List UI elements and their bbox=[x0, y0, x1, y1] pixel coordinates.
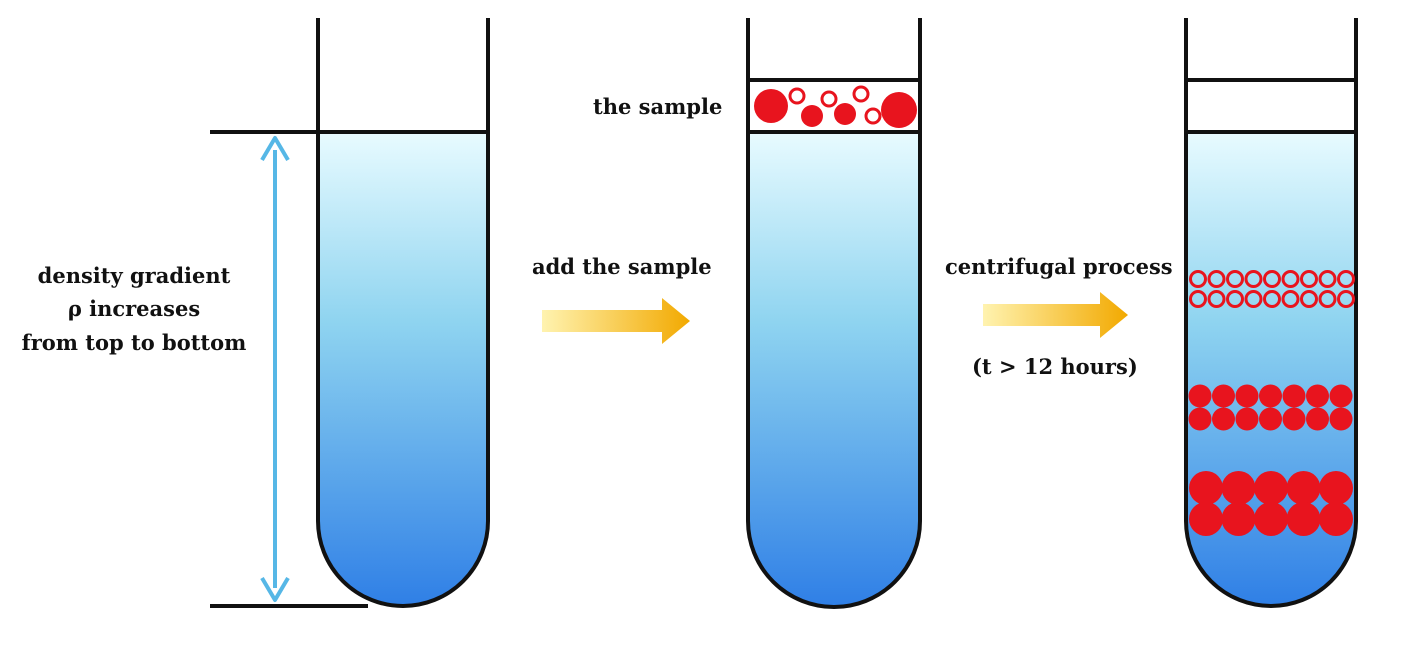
particle bbox=[1221, 471, 1256, 505]
particle bbox=[1254, 502, 1288, 536]
particle bbox=[754, 89, 788, 123]
particle bbox=[1244, 270, 1263, 288]
particle bbox=[1281, 270, 1300, 288]
particle bbox=[1235, 407, 1259, 431]
particle bbox=[1300, 270, 1318, 288]
particle bbox=[1189, 502, 1223, 536]
tube-2-liquid bbox=[748, 132, 920, 607]
sample-particles bbox=[754, 85, 917, 128]
particle bbox=[1188, 384, 1212, 408]
time-label: (t > 12 hours) bbox=[972, 354, 1138, 379]
particle bbox=[1189, 471, 1223, 505]
right-arrow-icon bbox=[542, 298, 690, 344]
right-arrow-icon bbox=[983, 292, 1128, 338]
band-small-solid-particles bbox=[1188, 384, 1353, 431]
tube-2 bbox=[746, 18, 922, 609]
particle bbox=[1226, 270, 1244, 288]
particle bbox=[1329, 407, 1353, 431]
particle bbox=[1286, 471, 1321, 505]
particle bbox=[1188, 407, 1212, 431]
particle bbox=[1189, 290, 1207, 308]
particle bbox=[881, 92, 917, 128]
particle bbox=[1281, 290, 1300, 308]
particle bbox=[1244, 290, 1263, 308]
particle bbox=[1319, 502, 1353, 536]
particle bbox=[1207, 290, 1226, 308]
particle bbox=[788, 87, 806, 105]
tube-3 bbox=[1184, 18, 1358, 608]
tube-1 bbox=[210, 18, 490, 608]
particle bbox=[1306, 384, 1329, 408]
tube-3-outline bbox=[1184, 18, 1358, 608]
tube-1-outline bbox=[316, 18, 490, 608]
particle bbox=[1319, 471, 1353, 505]
tube-1-liquid bbox=[318, 132, 488, 606]
particle bbox=[1318, 290, 1337, 308]
particle bbox=[801, 105, 823, 127]
particle bbox=[864, 107, 882, 125]
particle bbox=[1212, 384, 1235, 408]
particle bbox=[1306, 407, 1329, 431]
particle bbox=[820, 90, 838, 108]
particle bbox=[1263, 290, 1281, 308]
particle bbox=[1189, 270, 1207, 288]
particle bbox=[1212, 407, 1235, 431]
gradient-label-line3: from top to bottom bbox=[22, 330, 247, 355]
particle bbox=[1329, 384, 1353, 408]
particle bbox=[1235, 384, 1259, 408]
particle bbox=[1221, 502, 1256, 536]
centrifugal-label: centrifugal process bbox=[945, 254, 1173, 279]
particle bbox=[1282, 407, 1306, 431]
band-large-solid-particles bbox=[1189, 471, 1353, 536]
particle bbox=[834, 103, 856, 125]
particle bbox=[1259, 407, 1282, 431]
sample-label: the sample bbox=[593, 94, 722, 119]
particle bbox=[1337, 270, 1355, 288]
double-headed-arrow-icon bbox=[260, 136, 290, 602]
particle bbox=[1254, 471, 1288, 505]
particle bbox=[1337, 290, 1355, 308]
particle bbox=[1318, 270, 1337, 288]
particle bbox=[1300, 290, 1318, 308]
particle bbox=[1286, 502, 1321, 536]
particle bbox=[852, 85, 870, 103]
particle bbox=[1282, 384, 1306, 408]
add-sample-label: add the sample bbox=[532, 254, 712, 279]
particle bbox=[1226, 290, 1244, 308]
band-hollow-particles bbox=[1189, 270, 1355, 308]
particle bbox=[1259, 384, 1282, 408]
gradient-label-line2: ρ increases bbox=[68, 296, 200, 321]
particle bbox=[1263, 270, 1281, 288]
gradient-label-line1: density gradient bbox=[38, 263, 231, 288]
tube-2-outline bbox=[746, 18, 922, 609]
particle bbox=[1207, 270, 1226, 288]
